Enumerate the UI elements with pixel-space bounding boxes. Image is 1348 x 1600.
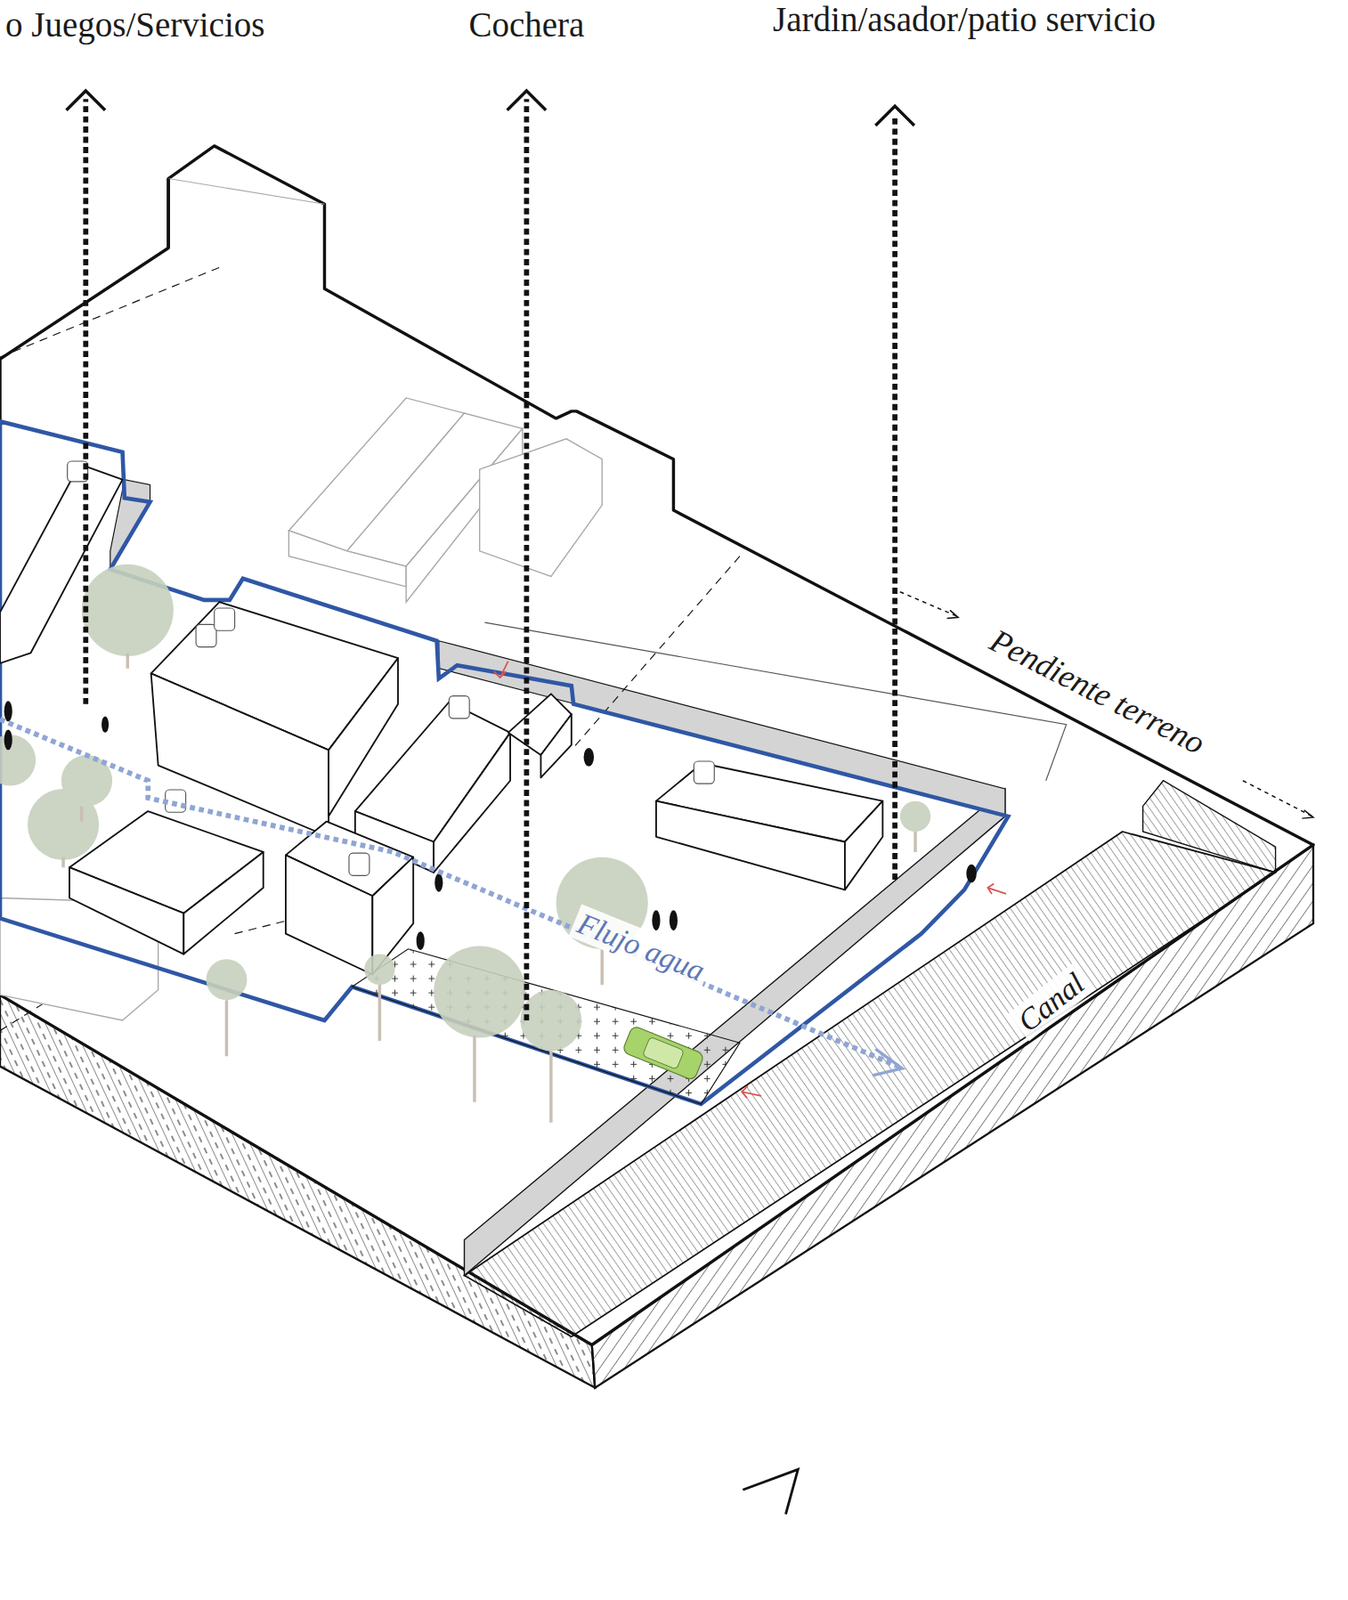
programme-arrows xyxy=(66,90,915,1021)
person xyxy=(4,700,13,722)
person xyxy=(651,909,660,931)
water-tank xyxy=(195,624,217,647)
arrow-head xyxy=(947,609,959,618)
water-flow-line xyxy=(0,719,899,1067)
access-arrows xyxy=(494,661,1007,1099)
arrow-head xyxy=(507,90,547,111)
water-tanks xyxy=(67,461,715,876)
car-roof xyxy=(642,1036,685,1070)
building xyxy=(844,801,883,891)
water-tank xyxy=(165,789,187,813)
trees xyxy=(0,564,931,1052)
building xyxy=(479,438,603,577)
neighbour-buildings xyxy=(0,397,602,1021)
arrow-head xyxy=(66,90,106,111)
access-arrow xyxy=(987,883,1007,894)
tree xyxy=(27,788,99,861)
person xyxy=(4,729,13,750)
dashed-guide xyxy=(571,556,740,751)
tree xyxy=(520,990,583,1052)
canal-bank xyxy=(1143,780,1276,873)
water-flow-head xyxy=(872,1048,902,1076)
person xyxy=(966,864,976,884)
tree xyxy=(206,958,248,1000)
canal-label: Canal xyxy=(1007,962,1096,1041)
tree xyxy=(433,945,526,1038)
arrow-head xyxy=(1301,810,1314,819)
water-tank xyxy=(693,761,715,784)
access-arrow xyxy=(494,661,509,678)
tree xyxy=(900,801,931,832)
programme-arrow xyxy=(82,98,89,705)
programme-arrow xyxy=(892,113,898,880)
building xyxy=(288,530,407,587)
wall xyxy=(463,788,1005,1276)
building xyxy=(540,714,571,778)
building xyxy=(656,801,845,891)
dashed-guide xyxy=(0,265,225,358)
building xyxy=(433,732,511,873)
building xyxy=(183,852,263,955)
person xyxy=(434,873,443,893)
person xyxy=(101,716,109,733)
site-boundary xyxy=(0,421,1008,1105)
programme-label: o Juegos/Servicios xyxy=(5,6,265,45)
programme-arrow xyxy=(524,98,530,1021)
access-arrow xyxy=(741,1085,762,1098)
north-arrow xyxy=(742,1469,798,1514)
tree xyxy=(81,564,174,657)
site-surface xyxy=(0,146,1314,1346)
people xyxy=(4,700,977,951)
water-tank xyxy=(214,608,236,631)
programme-label: Cochera xyxy=(468,6,585,45)
arrow-head xyxy=(875,105,915,126)
tree xyxy=(364,954,395,985)
slope-arrows xyxy=(900,592,1314,819)
building-edge xyxy=(166,178,170,249)
building xyxy=(151,673,329,837)
slope-arrow xyxy=(900,592,958,618)
programme-label: Jardin/asador/patio servicio xyxy=(772,0,1156,40)
slope-arrow xyxy=(1242,780,1313,817)
water-flow-label: Flujo agua xyxy=(568,903,714,991)
water-tank xyxy=(448,696,470,719)
tree-trunk xyxy=(63,652,916,1122)
tree-trunks xyxy=(63,652,916,1122)
slope-label: Pendiente terreno xyxy=(979,619,1215,765)
person xyxy=(416,931,425,951)
building xyxy=(69,867,184,954)
project-buildings xyxy=(0,463,883,975)
water-tank xyxy=(349,852,370,876)
person xyxy=(669,909,678,931)
car-body xyxy=(622,1025,706,1081)
car xyxy=(622,1025,706,1081)
building-edge xyxy=(168,178,325,205)
person xyxy=(584,747,594,767)
